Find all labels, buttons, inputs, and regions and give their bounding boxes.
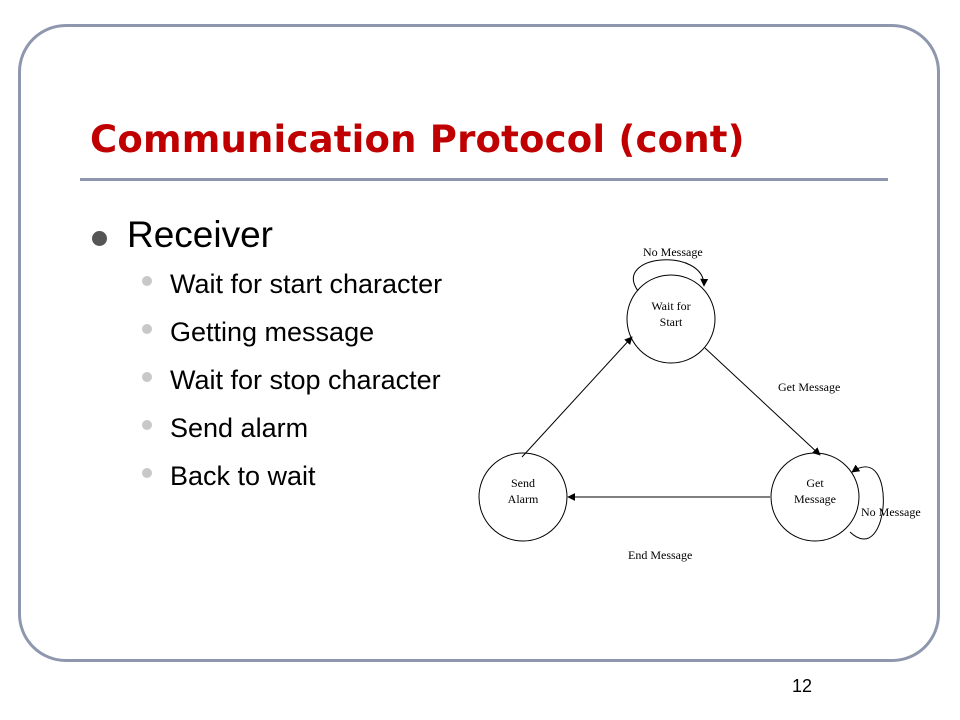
state-wait-for-start (626, 274, 716, 364)
state-wait-label-line2: Start (660, 315, 683, 329)
list-item-text: Wait for stop character (170, 365, 441, 395)
page-number: 12 (792, 676, 813, 696)
self-loop-get (849, 464, 884, 540)
receiver-steps: Wait for start character Getting message… (134, 268, 454, 508)
state-send-label-line1: Send (511, 476, 535, 490)
arrow-send-to-wait (521, 336, 633, 458)
state-get-label-line1: Get (806, 476, 824, 490)
list-item: Wait for start character (134, 268, 454, 300)
sub-bullet-dot-icon (142, 324, 152, 334)
sub-bullet-dot-icon (142, 276, 152, 286)
state-wait-label-line1: Wait for (651, 299, 690, 313)
state-send-label-line2: Alarm (508, 492, 539, 506)
sub-bullet-dot-icon (142, 372, 152, 382)
list-item-text: Getting message (170, 317, 375, 347)
bullet-dot-icon (92, 230, 107, 246)
bullet-receiver: Receiver (92, 214, 273, 256)
slide-title: Communication Protocol (cont) (90, 118, 745, 161)
self-loop-wait (633, 259, 709, 292)
arrow-wait-to-get (704, 347, 821, 456)
list-item: Getting message (134, 316, 454, 348)
sub-bullet-dot-icon (142, 468, 152, 478)
list-item-text: Wait for start character (170, 269, 443, 299)
sub-bullet-dot-icon (142, 420, 152, 430)
list-item: Wait for stop character (134, 364, 454, 396)
state-get-label-line2: Message (794, 492, 836, 506)
title-underline (80, 178, 888, 181)
list-item: Send alarm (134, 412, 454, 444)
bullet-receiver-text: Receiver (127, 214, 273, 255)
list-item-text: Back to wait (170, 461, 316, 491)
list-item: Back to wait (134, 460, 454, 492)
slide-frame (18, 24, 940, 662)
label-no-message-right: No Message (861, 505, 921, 519)
label-get-message: Get Message (778, 380, 840, 394)
list-item-text: Send alarm (170, 413, 309, 443)
label-no-message-top: No Message (643, 245, 703, 259)
label-end-message: End Message (628, 548, 692, 562)
state-send-alarm (478, 452, 568, 542)
